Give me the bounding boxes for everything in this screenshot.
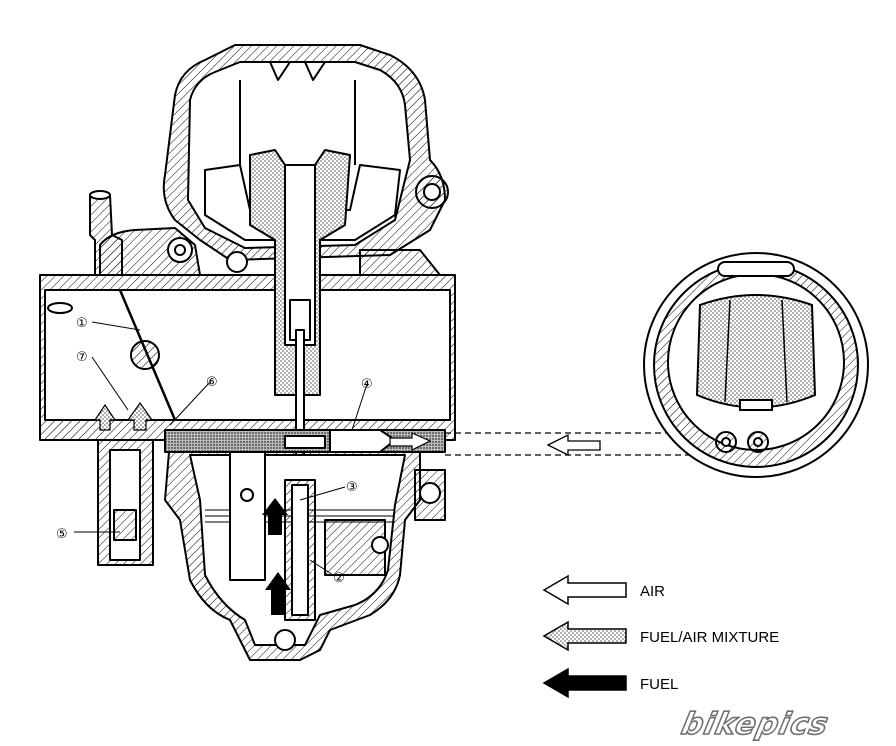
callout-leaders xyxy=(74,321,368,576)
legend-label-mixture: FUEL/AIR MIXTURE xyxy=(640,629,779,646)
callout-3: ③ xyxy=(346,480,358,495)
air-arrow-inline xyxy=(389,432,432,451)
legend-item-fuel: FUEL xyxy=(542,667,678,699)
callout-2: ② xyxy=(333,571,345,586)
callout-7: ⑦ xyxy=(76,350,88,365)
throttle-shaft xyxy=(130,340,160,370)
callouts: ① ② ③ ④ ⑤ ⑥ ⑦ xyxy=(56,316,373,586)
legend: AIR FUEL/AIR MIXTURE FUEL xyxy=(542,574,779,699)
internal-flow-arrows xyxy=(93,401,432,615)
air-arrow-detail xyxy=(546,433,601,457)
callout-4: ④ xyxy=(361,377,373,392)
watermark-logo: bikepics xyxy=(678,707,832,742)
carburetor-body xyxy=(39,44,456,661)
fuel-arrow-lower xyxy=(265,572,291,615)
callout-6: ⑥ xyxy=(206,375,218,390)
round-detail-view xyxy=(643,252,869,478)
callout-5: ⑤ xyxy=(56,527,68,542)
legend-item-mixture: FUEL/AIR MIXTURE xyxy=(542,620,779,652)
float xyxy=(229,449,266,581)
air-arrow-icon xyxy=(542,574,627,606)
mixture-arrow-icon xyxy=(542,620,627,652)
legend-item-air: AIR xyxy=(542,574,665,606)
callout-1: ① xyxy=(76,316,88,331)
legend-label-fuel: FUEL xyxy=(640,676,678,693)
fuel-arrow-icon xyxy=(542,667,627,699)
fuel-arrow-upper xyxy=(262,498,288,535)
legend-label-air: AIR xyxy=(640,583,665,600)
